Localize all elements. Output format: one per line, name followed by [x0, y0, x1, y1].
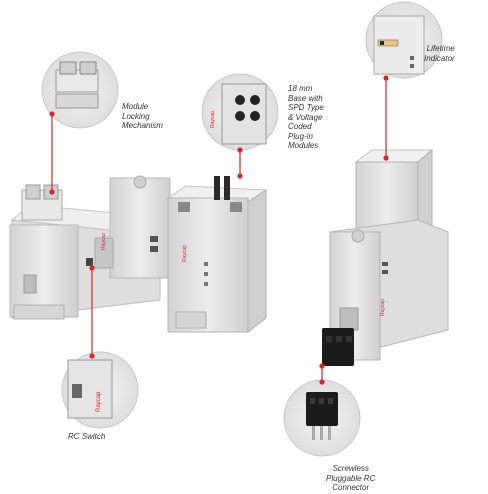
svg-text:Raycap: Raycap [96, 391, 102, 412]
svg-text:Raycap: Raycap [101, 233, 107, 250]
svg-text:Raycap: Raycap [182, 245, 188, 262]
svg-text:Raycap: Raycap [380, 299, 386, 316]
zoom-screwless-connector [283, 379, 361, 457]
zoom-base-contacts: Raycap [201, 73, 279, 151]
callout-lifetime-indicator: Lifetime Indicator [424, 44, 455, 63]
svg-text:Raycap: Raycap [210, 111, 216, 128]
plug-in-module-middle: Raycap [166, 176, 268, 334]
spd-assembled-right: Raycap [322, 148, 449, 366]
callout-module-locking: Module Locking Mechanism [122, 102, 163, 130]
zoom-module-locking [41, 51, 119, 129]
callout-screwless-connector: Screwless Pluggable RC Connector [326, 464, 376, 492]
callout-rc-switch: RC Switch [68, 432, 106, 441]
leader-lines [49, 75, 389, 385]
spd-base-left: Raycap [9, 175, 171, 320]
zoom-lifetime-indicator [365, 1, 443, 79]
zoom-rc-switch: Raycap [61, 351, 139, 429]
callout-18mm-base: 18 mm Base with SPD Type & Voltage Coded… [288, 84, 324, 150]
